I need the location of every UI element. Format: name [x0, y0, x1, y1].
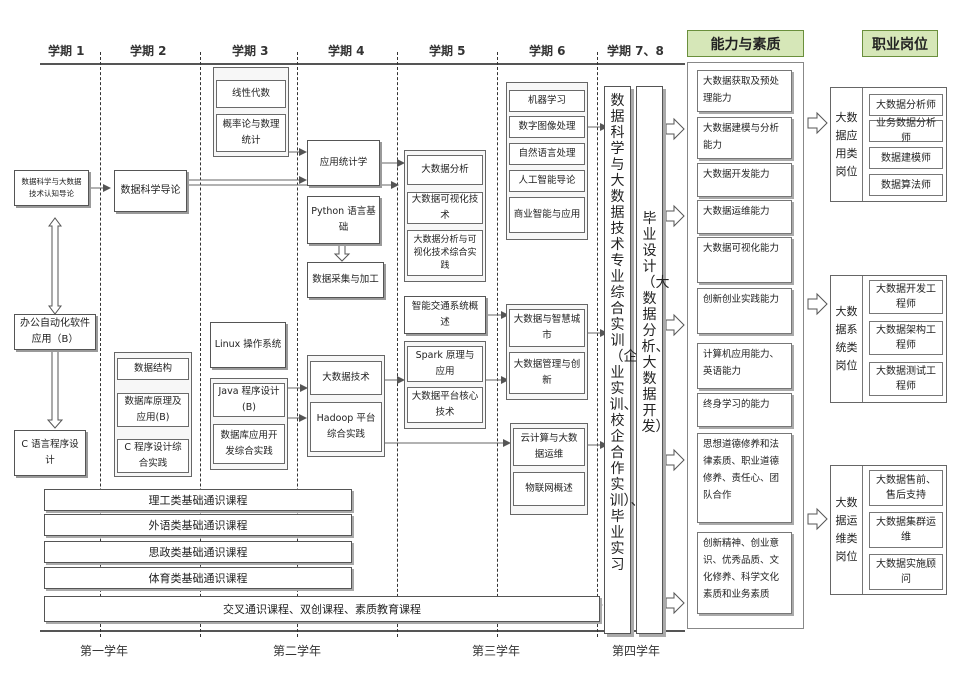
course-cloud-ops: 云计算与大数据运维: [513, 428, 585, 466]
footer-rule: [40, 630, 685, 632]
ability-item: 大数据建模与分析能力: [697, 117, 792, 159]
job-group-system: 大数据系统类岗位 大数据开发工程师 大数据架构工程师 大数据测试工程师: [830, 275, 947, 403]
term78-thesis: 毕业设计（大数据分析、大数据开发）: [636, 86, 670, 634]
year-1-label: 第一学年: [80, 644, 129, 658]
course-ai-intro: 人工智能导论: [509, 170, 585, 192]
term-divider: [200, 52, 201, 637]
term-divider: [397, 52, 398, 637]
career-header: 职业岗位: [862, 30, 938, 57]
course-python: Python 语言基础: [307, 196, 380, 244]
ability-item: 创新创业实践能力: [697, 288, 792, 334]
term-3-label: 学期 3: [232, 44, 269, 58]
course-db-principle: 数据库原理及应用(B): [117, 393, 189, 427]
job-role: 数据算法师: [869, 174, 943, 196]
course-intro-bigdata: 数据科学与大数据技术认知导论: [14, 170, 89, 206]
term78-training-text: 数据科学与大数据技术专业综合实训（企业实训、校企合作实训）、毕业实习: [609, 93, 645, 573]
job-role: 数据建模师: [869, 147, 943, 169]
course-nlp: 自然语言处理: [509, 143, 585, 165]
course-applied-stats: 应用统计学: [307, 140, 380, 186]
term-2-label: 学期 2: [130, 44, 167, 58]
course-bigdata-tech: 大数据技术: [310, 361, 382, 395]
general-language-courses: 外语类基础通识课程: [44, 514, 352, 536]
ability-item: 计算机应用能力、英语能力: [697, 343, 792, 389]
year-4-label: 第四学年: [612, 644, 661, 658]
term-divider: [100, 52, 101, 637]
course-db-dev: 数据库应用开发综合实践: [213, 424, 285, 464]
term-5-label: 学期 5: [429, 44, 466, 58]
job-role: 大数据售前、售后支持: [869, 470, 943, 506]
ability-item: 创新精神、创业意识、优秀品质、文化修养、科学文化素质和业务素质: [697, 532, 792, 614]
job-group-application: 大数据应用类岗位 大数据分析师 业务数据分析师 数据建模师 数据算法师: [830, 87, 947, 202]
year-2-label: 第二学年: [273, 644, 322, 658]
job-category-label: 大数据运维类岗位: [831, 466, 863, 594]
course-smart-traffic: 智能交通系统概述: [404, 296, 486, 334]
ability-item: 思想道德修养和法律素质、职业道德修养、责任心、团队合作: [697, 433, 792, 523]
course-platform-core: 大数据平台核心技术: [407, 387, 483, 423]
course-iot: 物联网概述: [513, 472, 585, 506]
job-role: 大数据实施顾问: [869, 554, 943, 590]
ability-item: 大数据可视化能力: [697, 237, 792, 283]
ability-item: 大数据运维能力: [697, 200, 792, 234]
course-data-mgmt: 大数据管理与创新: [509, 352, 585, 394]
course-bigdata-visual: 大数据可视化技术: [407, 192, 483, 224]
ability-header: 能力与素质: [687, 30, 804, 57]
course-image-processing: 数字图像处理: [509, 116, 585, 138]
course-java: Java 程序设计(B): [213, 383, 285, 417]
course-c-practice: C 程序设计综合实践: [117, 439, 189, 473]
term78-thesis-text: 毕业设计（大数据分析、大数据开发）: [641, 211, 670, 435]
term78-training: 数据科学与大数据技术专业综合实训（企业实训、校企合作实训）、毕业实习: [604, 86, 645, 634]
ability-item: 大数据获取及预处理能力: [697, 70, 792, 112]
job-role: 大数据开发工程师: [869, 280, 943, 314]
general-science-courses: 理工类基础通识课程: [44, 489, 352, 511]
course-smart-city: 大数据与智慧城市: [509, 309, 585, 347]
year-3-label: 第三学年: [472, 644, 521, 658]
job-group-operations: 大数据运维类岗位 大数据售前、售后支持 大数据集群运维 大数据实施顾问: [830, 465, 947, 595]
term-divider: [297, 52, 298, 637]
general-politics-courses: 思政类基础通识课程: [44, 541, 352, 563]
course-machine-learning: 机器学习: [509, 90, 585, 112]
course-linear-algebra: 线性代数: [216, 80, 286, 108]
term-divider: [597, 52, 598, 637]
general-sports-courses: 体育类基础通识课程: [44, 567, 352, 589]
job-role: 大数据测试工程师: [869, 362, 943, 396]
course-hadoop: Hadoop 平台综合实践: [310, 402, 382, 452]
ability-item: 终身学习的能力: [697, 393, 792, 427]
course-office-automation: 办公自动化软件应用（B）: [14, 314, 96, 350]
course-analysis-visual-practice: 大数据分析与可视化技术综合实践: [407, 230, 483, 276]
job-category-label: 大数据应用类岗位: [831, 88, 863, 201]
ability-item: 大数据开发能力: [697, 163, 792, 197]
course-data-collect: 数据采集与加工: [307, 262, 384, 298]
term-6-label: 学期 6: [529, 44, 566, 58]
job-role: 大数据分析师: [869, 94, 943, 116]
job-role: 大数据集群运维: [869, 512, 943, 548]
job-category-label: 大数据系统类岗位: [831, 276, 863, 402]
course-bigdata-analysis: 大数据分析: [407, 155, 483, 185]
course-spark: Spark 原理与应用: [407, 346, 483, 382]
header-rule: [40, 63, 685, 65]
term-divider: [497, 52, 498, 637]
course-data-structure: 数据结构: [117, 358, 189, 380]
job-role: 大数据架构工程师: [869, 321, 943, 355]
course-ds-intro: 数据科学导论: [114, 170, 187, 212]
course-business-ai: 商业智能与应用: [509, 197, 585, 233]
course-c-language: C 语言程序设计: [14, 430, 86, 476]
job-role: 业务数据分析师: [869, 118, 943, 144]
term-4-label: 学期 4: [328, 44, 365, 58]
course-probability: 概率论与数理统计: [216, 114, 286, 152]
course-linux: Linux 操作系统: [210, 322, 286, 368]
term-7-8-label: 学期 7、8: [607, 44, 664, 58]
term-1-label: 学期 1: [48, 44, 85, 58]
general-cross-courses: 交叉通识课程、双创课程、素质教育课程: [44, 596, 600, 622]
